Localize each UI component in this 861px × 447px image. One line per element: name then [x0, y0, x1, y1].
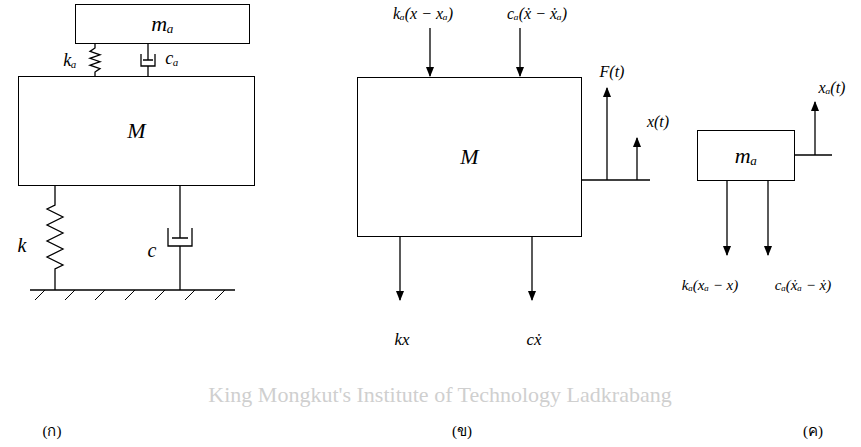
- force-label: cẋ: [524, 330, 543, 350]
- force-label: kₐ(xₐ − x): [680, 277, 740, 294]
- force-arrow: [606, 88, 607, 180]
- damper-label: c: [146, 239, 159, 262]
- mass-box: M: [18, 76, 255, 186]
- spring-label: k: [16, 234, 29, 257]
- mass-box: mₐ: [697, 130, 795, 181]
- damper-connector: [141, 44, 155, 76]
- reference-line: [795, 154, 832, 155]
- mass-box: M: [357, 77, 582, 237]
- mass-label: M: [127, 118, 145, 144]
- force-arrow: [767, 181, 768, 255]
- spring-symbol: [47, 186, 63, 290]
- panel-caption: (ข): [450, 423, 474, 440]
- edge-label: cₐ: [163, 48, 180, 69]
- edge-label: kₐ: [61, 50, 78, 71]
- force-label: cₐ(ẋₐ − ẋ): [773, 277, 833, 294]
- mass-label: mₐ: [151, 11, 173, 37]
- force-label: F(t): [598, 63, 627, 81]
- force-arrow: [429, 28, 430, 76]
- panel-caption: (ค): [801, 423, 825, 440]
- ground-hatch: [35, 290, 225, 300]
- force-arrow: [399, 237, 400, 300]
- displacement-arrow: [814, 102, 815, 155]
- reference-line: [582, 179, 650, 180]
- watermark: King Mongkut's Institute of Technology L…: [206, 382, 673, 407]
- force-arrow: [726, 181, 727, 255]
- displacement-label: xₐ(t): [817, 79, 848, 97]
- mass-label: mₐ: [735, 143, 757, 169]
- ground-line: [30, 289, 235, 290]
- force-label: cₐ(ẋ − ẋₐ): [505, 5, 569, 23]
- force-label: kx: [392, 330, 411, 350]
- panel-caption: (ก): [41, 423, 64, 440]
- displacement-label: x(t): [645, 113, 671, 131]
- spring-connector: [90, 44, 100, 76]
- mass-label: M: [460, 144, 478, 170]
- force-arrow: [519, 28, 520, 76]
- force-label: kₐ(x − xₐ): [391, 5, 455, 23]
- mass-box: mₐ: [75, 4, 250, 44]
- damper-symbol: [168, 186, 192, 290]
- force-arrow: [531, 237, 532, 300]
- displacement-arrow: [636, 138, 637, 180]
